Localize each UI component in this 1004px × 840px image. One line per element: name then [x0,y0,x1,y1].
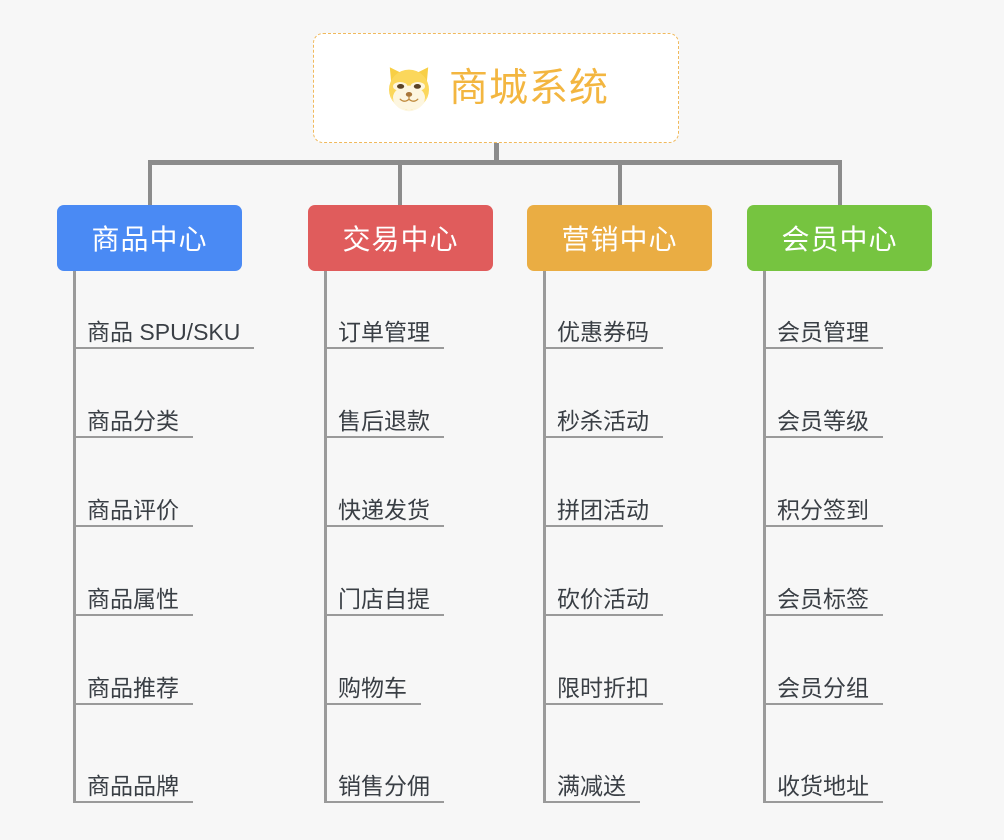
leaf-item[interactable]: 满减送 [543,759,640,803]
leaf-item[interactable]: 优惠券码 [543,305,663,349]
leaf-item[interactable]: 商品 SPU/SKU [73,305,255,349]
leaf-label: 商品分类 [87,407,179,434]
category-header-label: 营销中心 [561,224,678,255]
leaf-item[interactable]: 商品推荐 [73,661,193,705]
connector-root-stem [494,143,499,164]
leaf-label: 拼团活动 [557,496,649,523]
connector-drop-1 [148,160,152,205]
leaf-item[interactable]: 商品品牌 [73,759,193,803]
leaf-item[interactable]: 快递发货 [324,483,444,527]
connector-horizontal-bus [148,160,842,165]
category-header-4[interactable]: 会员中心 [747,205,932,271]
leaf-label: 商品 SPU/SKU [87,318,241,345]
leaf-label: 满减送 [557,772,626,799]
category-header-label: 会员中心 [781,224,898,255]
leaf-item[interactable]: 销售分佣 [324,759,444,803]
root-title: 商城系统 [448,66,609,110]
column-spine-1 [73,271,76,803]
category-header-3[interactable]: 营销中心 [527,205,712,271]
leaf-label: 商品品牌 [87,772,179,799]
connector-drop-3 [618,160,622,205]
category-header-label: 交易中心 [342,224,459,255]
leaf-label: 秒杀活动 [557,407,649,434]
leaf-item[interactable]: 商品属性 [73,572,193,616]
connector-drop-4 [838,160,842,205]
category-header-1[interactable]: 商品中心 [57,205,242,271]
leaf-item[interactable]: 限时折扣 [543,661,663,705]
leaf-label: 快递发货 [338,496,430,523]
leaf-item[interactable]: 会员等级 [763,394,883,438]
leaf-item[interactable]: 商品评价 [73,483,193,527]
category-header-2[interactable]: 交易中心 [308,205,493,271]
shiba-dog-face-icon [388,67,429,112]
leaf-item[interactable]: 收货地址 [763,759,883,803]
leaf-label: 商品推荐 [87,674,179,701]
leaf-item[interactable]: 会员分组 [763,661,883,705]
leaf-label: 优惠券码 [557,318,649,345]
leaf-item[interactable]: 门店自提 [324,572,444,616]
leaf-label: 会员分组 [777,674,869,701]
column-spine-4 [763,271,766,803]
leaf-label: 收货地址 [777,772,869,799]
leaf-item[interactable]: 商品分类 [73,394,193,438]
leaf-item[interactable]: 拼团活动 [543,483,663,527]
leaf-item[interactable]: 售后退款 [324,394,444,438]
leaf-item[interactable]: 积分签到 [763,483,883,527]
leaf-label: 订单管理 [338,318,430,345]
leaf-item[interactable]: 秒杀活动 [543,394,663,438]
leaf-label: 购物车 [338,674,407,701]
leaf-label: 积分签到 [777,496,869,523]
leaf-label: 会员标签 [777,585,869,612]
leaf-label: 限时折扣 [557,674,649,701]
column-spine-2 [324,271,327,803]
leaf-item[interactable]: 砍价活动 [543,572,663,616]
leaf-label: 会员等级 [777,407,869,434]
leaf-label: 商品属性 [87,585,179,612]
column-spine-3 [543,271,546,803]
leaf-label: 砍价活动 [557,585,649,612]
leaf-label: 会员管理 [777,318,869,345]
root-node[interactable]: 商城系统 [313,33,679,143]
leaf-item[interactable]: 订单管理 [324,305,444,349]
leaf-item[interactable]: 购物车 [324,661,421,705]
leaf-label: 售后退款 [338,407,430,434]
leaf-item[interactable]: 会员管理 [763,305,883,349]
leaf-label: 销售分佣 [338,772,430,799]
category-header-label: 商品中心 [91,224,208,255]
leaf-item[interactable]: 会员标签 [763,572,883,616]
connector-drop-2 [398,160,402,205]
leaf-label: 门店自提 [338,585,430,612]
leaf-label: 商品评价 [87,496,179,523]
